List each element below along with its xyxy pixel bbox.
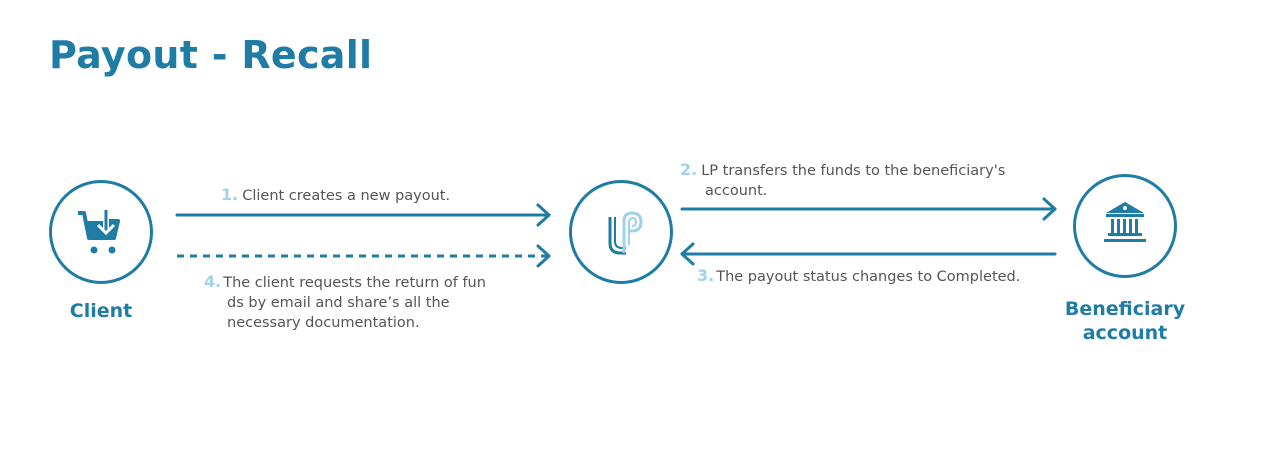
beneficiary-node [1073, 174, 1177, 278]
step-3: 3.The payout status changes to Completed… [697, 266, 1021, 285]
lp-logo-icon [608, 211, 643, 255]
beneficiary-label: Beneficiary account [1064, 298, 1186, 344]
bank-icon [1104, 202, 1146, 242]
step-2: 2.LP transfers the funds to the benefici… [680, 160, 1006, 199]
arrow-step-4-dashed [177, 244, 551, 268]
client-node [49, 180, 153, 284]
arrow-step-1 [175, 203, 551, 227]
step-4: 4.The client requests the return of fun … [204, 272, 486, 331]
client-label: Client [69, 300, 133, 322]
shopping-cart-download-icon [78, 210, 120, 254]
arrow-step-3 [680, 242, 1057, 266]
lp-node [569, 180, 673, 284]
page-title: Payout - Recall [49, 33, 373, 77]
step-1: 1.Client creates a new payout. [221, 185, 451, 204]
arrow-step-2 [680, 197, 1057, 221]
